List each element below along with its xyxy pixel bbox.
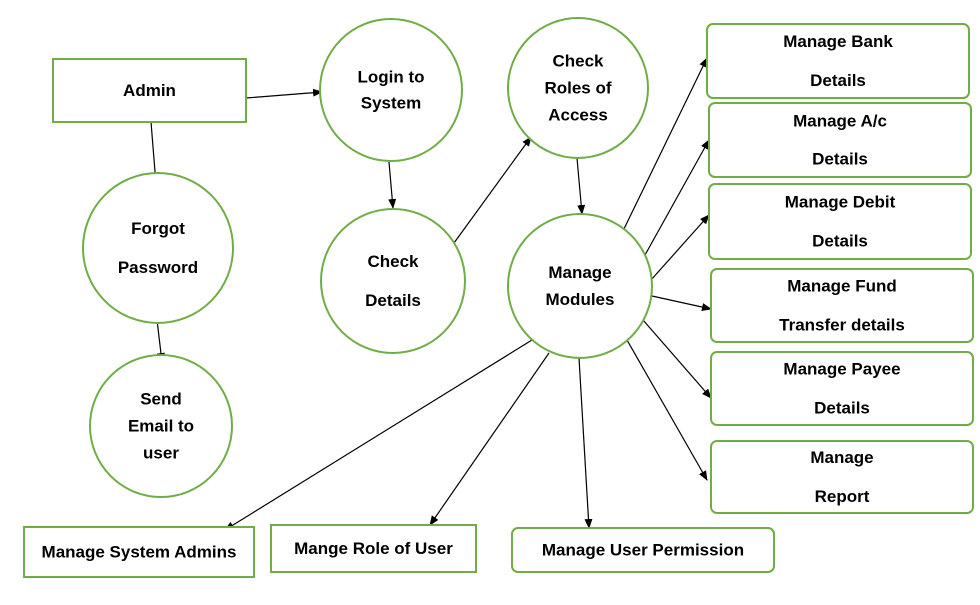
arrow-admin-to-login [245, 88, 323, 99]
node-manage-bank-label-1: Details [810, 71, 866, 90]
node-manage-ac-shape [708, 102, 972, 178]
node-manage-admins: Manage System Admins [23, 526, 255, 578]
node-manage-modules-label-1: Modules [546, 290, 615, 309]
arrow-check-roles-to-manage-modules [576, 157, 586, 215]
node-manage-permission: Manage User Permission [511, 527, 775, 573]
node-manage-bank-label-0: Manage Bank [783, 32, 893, 51]
node-send-email-label-2: user [143, 444, 179, 463]
arrow-manage-modules-to-mange-role [429, 352, 550, 526]
node-manage-debit-label-0: Manage Debit [785, 193, 896, 212]
node-check-roles-label-0: Check [552, 52, 604, 71]
node-forgot-password-label-1: Password [118, 258, 198, 277]
node-manage-permission-shape [511, 527, 775, 573]
node-manage-payee-shape [710, 351, 974, 426]
node-check-roles-label-2: Access [548, 106, 608, 125]
node-admin: Admin [52, 58, 247, 123]
node-mange-role-shape [270, 524, 477, 573]
node-check-details-label-0: Check [367, 252, 419, 271]
node-mange-role: Mange Role of User [270, 524, 477, 573]
arrow-login-to-check-details [388, 161, 397, 209]
node-manage-admins-shape [23, 526, 255, 578]
arrow-manage-modules-to-manage-bank [621, 57, 708, 234]
node-check-roles-shape [507, 17, 649, 159]
node-login-shape [319, 18, 463, 162]
node-send-email-label-1: Email to [128, 417, 194, 436]
arrow-manage-modules-to-manage-permission [578, 357, 593, 529]
node-login-label-0: Login to [357, 68, 424, 87]
node-manage-debit-shape [708, 183, 972, 260]
node-manage-payee-label-0: Manage Payee [783, 360, 900, 379]
node-forgot-password-label-0: Forgot [131, 219, 185, 238]
node-manage-bank-shape [706, 23, 970, 99]
node-manage-payee-label-1: Details [814, 399, 870, 418]
node-manage-admins-label-0: Manage System Admins [42, 543, 237, 562]
node-send-email-shape [89, 354, 233, 498]
node-manage-fund-label-0: Manage Fund [787, 277, 897, 296]
node-manage-modules-shape [507, 213, 653, 359]
node-admin-label-0: Admin [123, 81, 176, 100]
node-manage-permission-label-0: Manage User Permission [542, 541, 744, 560]
node-mange-role-label-0: Mange Role of User [294, 539, 453, 558]
node-manage-report-shape [710, 440, 974, 514]
arrow-manage-modules-to-manage-debit [650, 214, 710, 281]
node-manage-modules-label-0: Manage [548, 263, 611, 282]
node-manage-report-label-0: Manage [810, 448, 873, 467]
node-check-roles-label-1: Roles of [544, 79, 611, 98]
node-manage-debit-label-1: Details [812, 232, 868, 251]
arrow-manage-modules-to-manage-ac [644, 139, 710, 256]
node-check-details-shape [320, 208, 466, 354]
edges [150, 57, 712, 531]
arrow-manage-modules-to-manage-admins [224, 339, 533, 531]
arrow-check-details-to-check-roles [453, 136, 532, 244]
node-login-label-1: System [361, 94, 421, 113]
node-manage-fund-shape [710, 268, 974, 343]
node-manage-report-label-1: Report [815, 487, 870, 506]
arrow-manage-modules-to-manage-payee [642, 319, 712, 399]
node-send-email-label-0: Send [140, 390, 182, 409]
node-forgot-password-shape [82, 172, 234, 324]
arrow-manage-modules-to-manage-report [626, 339, 708, 481]
node-manage-ac-label-0: Manage A/c [793, 112, 887, 131]
arrow-manage-modules-to-manage-fund [651, 295, 712, 311]
node-manage-ac-label-1: Details [812, 150, 868, 169]
node-login: Login to System [319, 18, 463, 162]
node-admin-shape [52, 58, 247, 123]
node-manage-fund-label-1: Transfer details [779, 316, 905, 335]
node-check-details-label-1: Details [365, 291, 421, 310]
